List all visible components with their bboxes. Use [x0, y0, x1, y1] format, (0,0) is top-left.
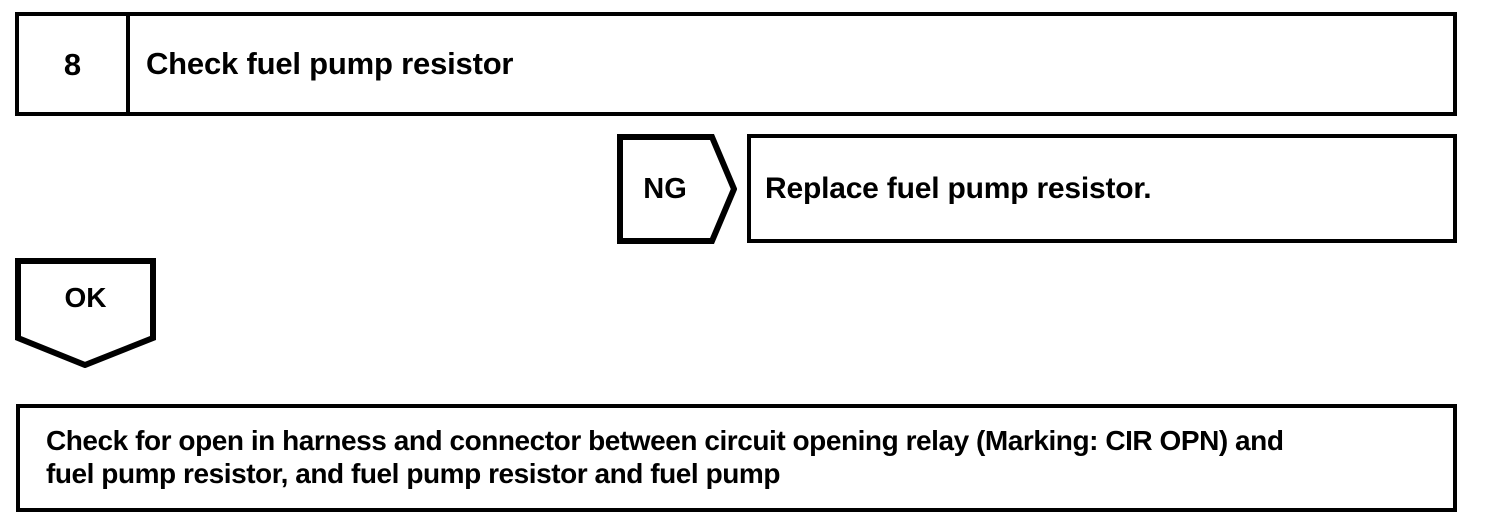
- step-title: Check fuel pump resistor: [146, 45, 514, 81]
- ok-result-line-2: fuel pump resistor, and fuel pump resist…: [46, 458, 780, 489]
- ok-result-line-1: Check for open in harness and connector …: [46, 425, 1284, 457]
- ng-action-text: Replace fuel pump resistor.: [765, 172, 1152, 205]
- ok-arrow-icon: [15, 258, 156, 368]
- ok-result-box: Check for open in harness and connector …: [16, 404, 1457, 512]
- ng-action-box: Replace fuel pump resistor.: [747, 134, 1457, 243]
- step-row: 8 Check fuel pump resistor: [15, 12, 1457, 116]
- step-title-cell: Check fuel pump resistor: [130, 16, 1453, 112]
- ok-branch-arrow: OK: [15, 258, 156, 368]
- step-number-cell: 8: [19, 16, 130, 112]
- ng-branch-arrow: NG: [617, 134, 737, 244]
- step-number: 8: [63, 46, 82, 82]
- ng-arrow-icon: [617, 134, 737, 244]
